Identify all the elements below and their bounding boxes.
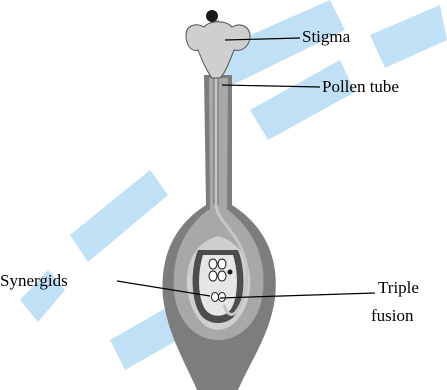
stigma-label: Stigma bbox=[302, 27, 350, 47]
synergids-label: Synergids bbox=[0, 271, 68, 291]
pollen-tube-label: Pollen tube bbox=[322, 77, 399, 97]
triple-fusion-label-line2: fusion bbox=[371, 306, 414, 326]
style-inner bbox=[209, 78, 228, 210]
triple-fusion-label-line1: Triple bbox=[378, 278, 419, 298]
pollen-grain bbox=[206, 10, 218, 22]
